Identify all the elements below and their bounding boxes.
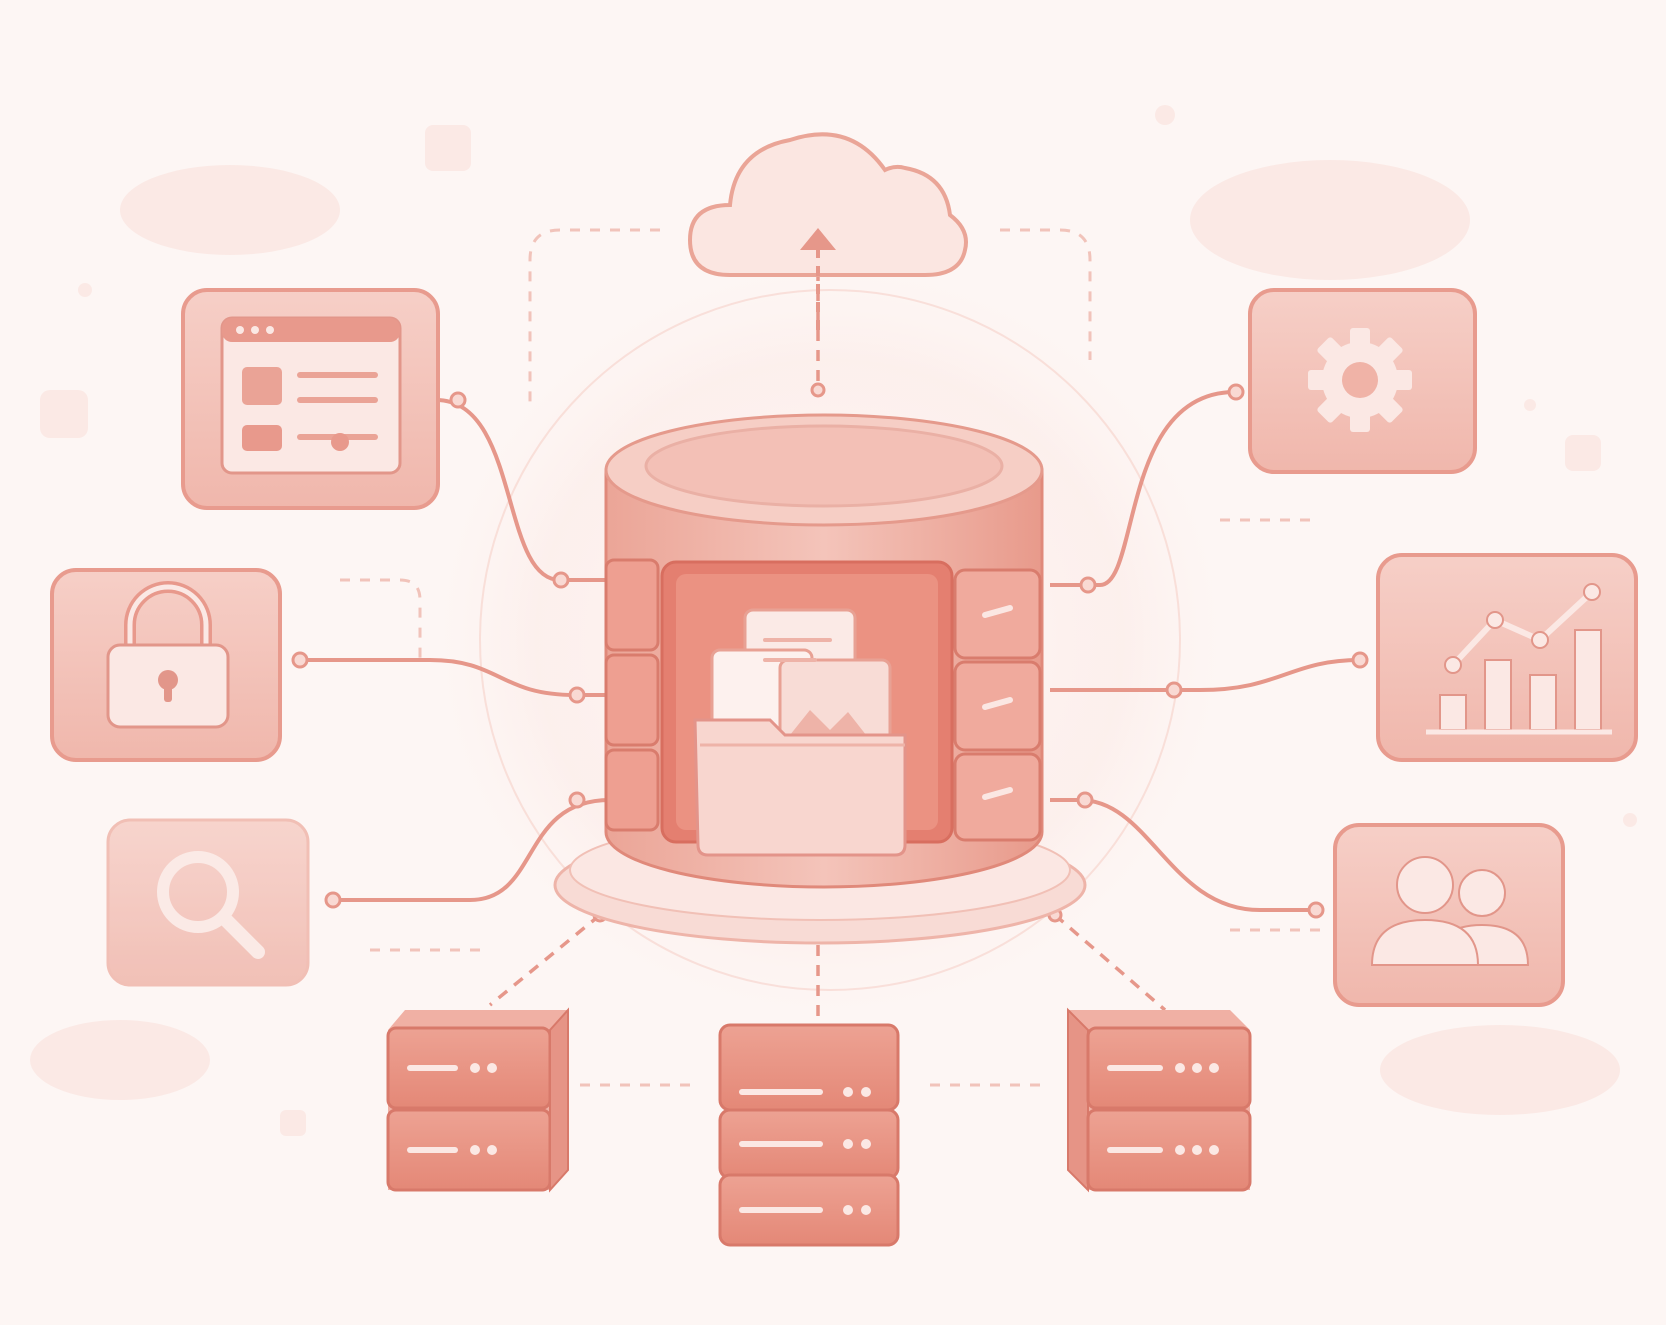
- right-node-users: [1333, 823, 1565, 1007]
- connector-nodes: [291, 382, 1369, 923]
- bar-chart-trend-icon: [1426, 583, 1612, 735]
- folder-with-documents-icon: [693, 608, 907, 857]
- left-node-browser: [181, 288, 440, 510]
- left-node-search: [106, 818, 310, 987]
- right-node-chart: [1376, 553, 1638, 762]
- right-node-settings: [1248, 288, 1477, 474]
- dashed-paths: [340, 228, 1320, 1087]
- padlock-icon: [106, 581, 230, 729]
- server-left: [386, 1007, 569, 1193]
- users-icon: [1370, 856, 1530, 966]
- gear-icon: [1308, 328, 1412, 432]
- central-database: [553, 413, 1087, 945]
- cloud-upload-icon: [687, 132, 968, 330]
- server-right: [1067, 1007, 1252, 1193]
- magnifier-icon: [157, 851, 265, 959]
- server-middle: [718, 1023, 900, 1247]
- left-node-lock: [50, 568, 282, 762]
- database-drawers: [953, 568, 1042, 842]
